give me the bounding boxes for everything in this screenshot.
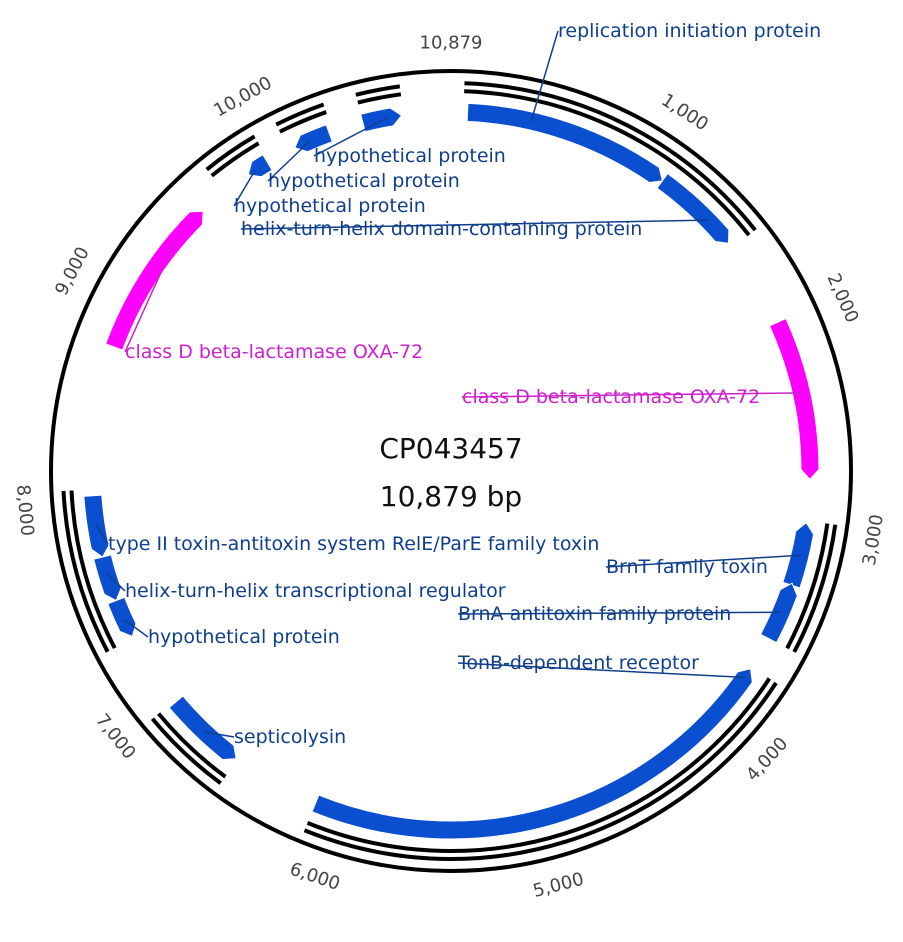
strand-bar-0-0 [355,84,401,97]
feature-labels: replication initiation protein hypothetic… [108,20,821,748]
tick-label-6: 6,000 [287,859,343,895]
backbone-circle [49,69,853,873]
strand-bar-7-0 [61,490,110,653]
plasmid-length: 10,879 bp [380,480,522,513]
tick-label-2: 2,000 [823,270,863,326]
label-hypothetical-protein-9: hypothetical protein [148,626,340,648]
tick-label-0: 10,879 [420,33,483,54]
leader-line-8 [106,572,126,592]
gene-helix-turn-helix-domain-containing-protein-1 [656,172,730,244]
tick-label-4: 4,000 [742,733,792,785]
leader-line-6 [461,392,802,398]
label-replication-initiation-protein-0: replication initiation protein [558,20,821,42]
label-hypothetical-protein-3: hypothetical protein [234,195,426,217]
gene-hypothetical-protein-7 [107,596,137,638]
strand-bar-7-1 [69,490,117,649]
tick-label-1: 1,000 [657,90,712,136]
leader-line-13 [204,731,235,738]
leader-line-0 [530,30,559,122]
label-septicolysin-13: septicolysin [234,726,346,748]
label-class-d-beta-lactamase-oxa-72-5: class D beta-lactamase OXA-72 [125,341,423,363]
leader-line-10 [605,554,801,568]
gene-features [83,102,820,840]
leader-line-5 [124,241,176,353]
label-leaders [95,30,802,738]
plasmid-title: CP043457 [379,432,522,465]
strand-bar-3-1 [464,89,751,237]
strand-bar-6-1 [157,712,227,779]
tick-label-5: 5,000 [531,869,586,902]
leader-line-3 [233,169,256,207]
strand-bars [61,81,838,861]
label-hypothetical-protein-2: hypothetical protein [268,170,460,192]
strand-bar-2-0 [205,134,256,172]
strand-bar-1-1 [278,110,327,134]
strand-bar-4-1 [785,523,830,650]
label-type-ii-toxin-antitoxin-system-rele-pare-family-toxin-7: type II toxin-antitoxin system RelE/ParE… [108,533,599,555]
label-class-d-beta-lactamase-oxa-72-6: class D beta-lactamase OXA-72 [462,386,760,408]
gene-hypothetical-protein-12 [294,124,333,153]
gene-tonb-dependent-receptor-5 [311,668,753,840]
gene-replication-initiation-protein-0 [466,102,663,183]
gene-helix-turn-helix-transcriptional-regulator-8 [93,554,122,602]
strand-bar-1-0 [275,102,325,127]
tick-label-9: 9,000 [51,244,94,299]
gene-class-d-beta-lactamase-oxa-72-2 [768,317,820,481]
leader-line-2 [267,140,311,182]
gene-septicolysin-6 [168,695,237,761]
leader-line-9 [123,619,149,638]
tick-label-3: 3,000 [859,513,888,567]
label-helix-turn-helix-transcriptional-regulator-8: helix-turn-helix transcriptional regulat… [125,580,506,602]
leader-line-4 [240,219,708,230]
strand-bar-5-0 [303,681,778,861]
gene-class-d-beta-lactamase-oxa-72-10 [105,210,204,351]
tick-label-7: 7,000 [91,710,139,763]
label-tonb-dependent-receptor-12: TonB-dependent receptor [457,652,699,674]
leader-line-12 [457,662,745,679]
strand-bar-6-0 [150,717,222,785]
label-helix-turn-helix-domain-containing-protein-4: helix-turn-helix domain-containing prote… [241,218,642,240]
leader-line-7 [95,524,109,545]
strand-bar-0-1 [357,92,402,105]
strand-bar-2-1 [210,141,260,178]
strand-bar-4-0 [792,524,838,653]
tick-label-8: 8,000 [12,484,38,537]
leader-line-1 [313,117,388,157]
strand-bar-3-0 [464,81,757,232]
leader-line-11 [457,611,782,615]
strand-bar-5-1 [306,677,772,853]
label-hypothetical-protein-1: hypothetical protein [314,145,506,167]
tick-label-10: 10,000 [210,72,275,121]
label-brna-antitoxin-family-protein-11: BrnA antitoxin family protein [458,603,731,625]
label-brnt-family-toxin-10: BrnT family toxin [606,556,768,578]
